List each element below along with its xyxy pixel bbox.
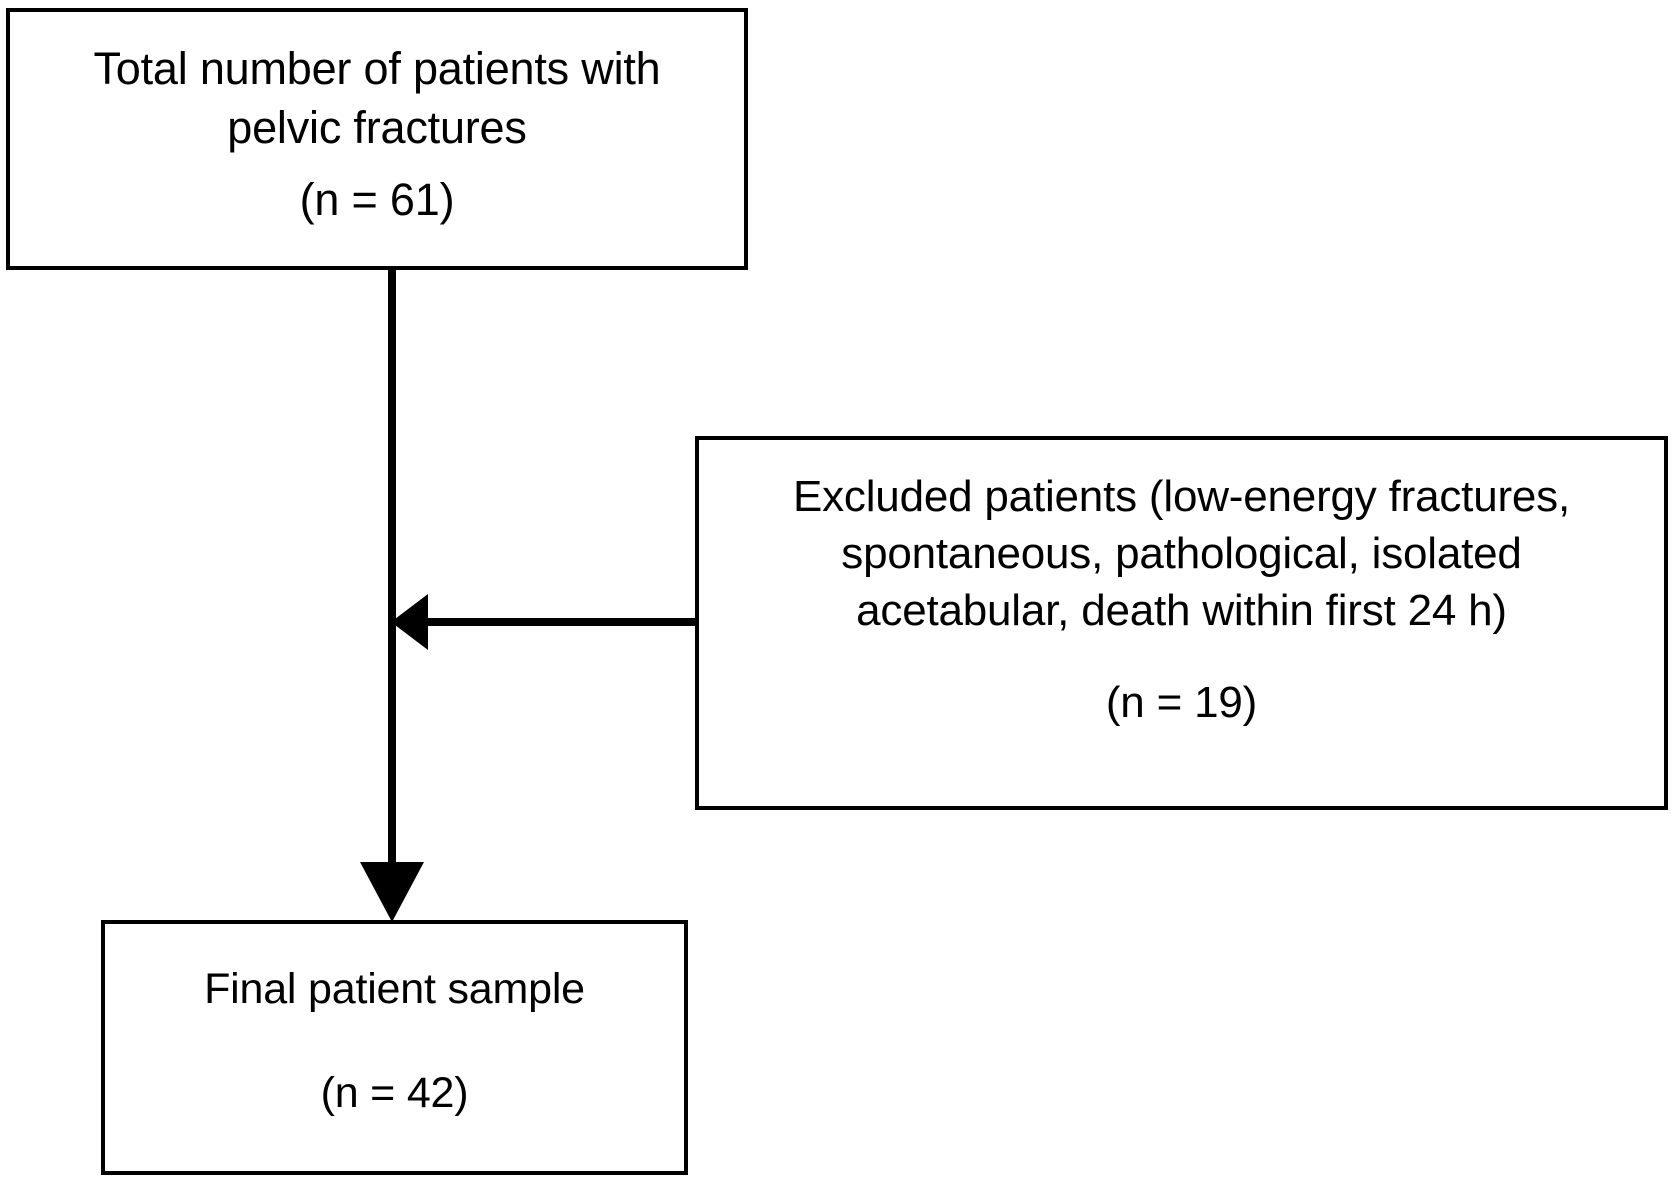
box-total-line-1: Total number of patients with — [93, 43, 661, 95]
box-excluded-line-3: acetabular, death within first 24 h) — [856, 586, 1507, 636]
down-arrowhead-icon — [360, 862, 424, 922]
box-final-count: (n = 42) — [320, 1068, 469, 1117]
box-total-line-2: pelvic fractures — [227, 101, 527, 153]
box-total-patients: Total number of patients with pelvic fra… — [6, 8, 748, 270]
box-excluded-line-2: spontaneous, pathological, isolated — [841, 529, 1522, 579]
box-excluded-line-1: Excluded patients (low-energy fractures, — [792, 472, 1571, 521]
box-excluded-patients: Excluded patients (low-energy fractures,… — [695, 436, 1668, 810]
left-arrowhead-icon — [391, 594, 428, 650]
box-excluded-count: (n = 19) — [1105, 677, 1258, 727]
box-final-sample: Final patient sample (n = 42) — [101, 920, 688, 1175]
box-final-line-1: Final patient sample — [204, 965, 585, 1013]
box-total-count: (n = 61) — [299, 174, 455, 226]
